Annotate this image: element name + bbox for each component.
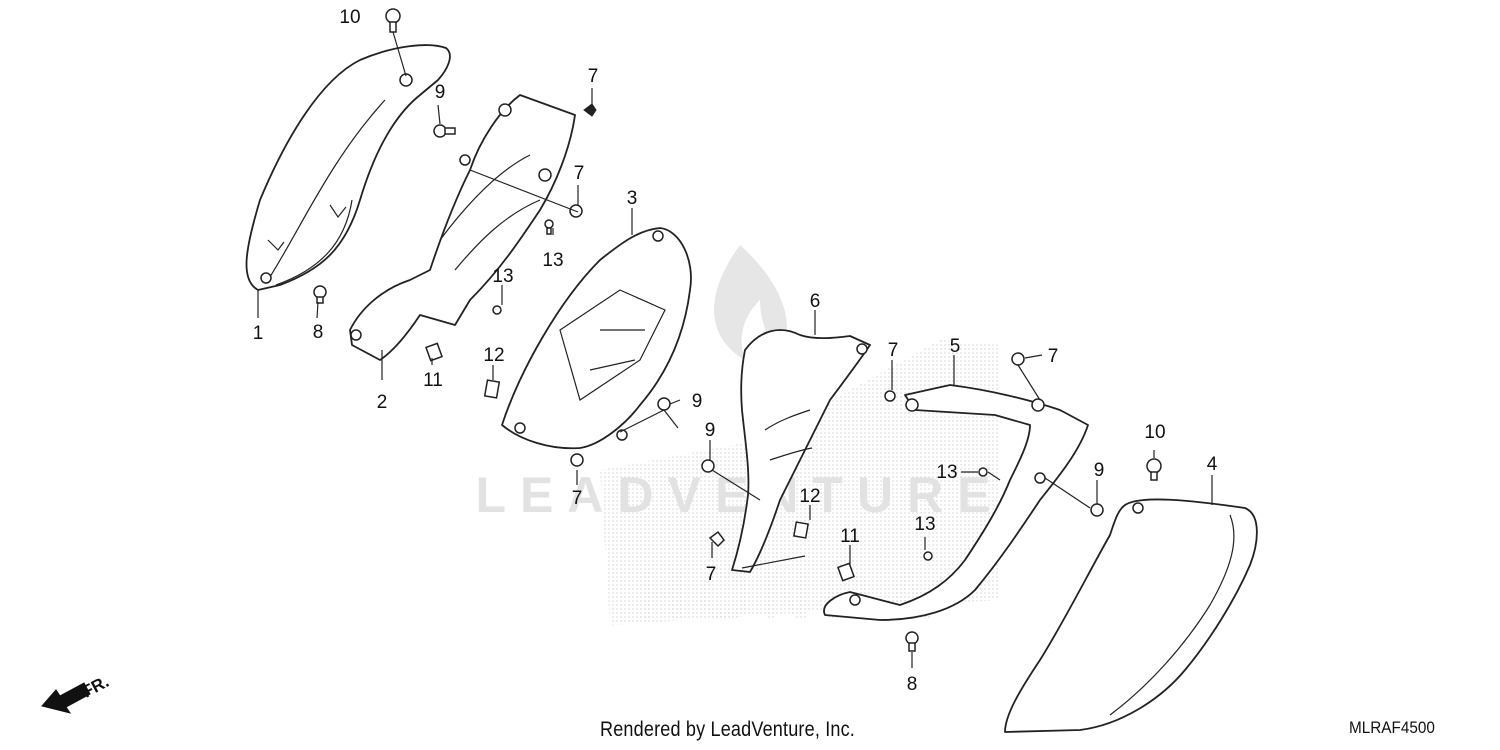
clip-nut-icon [837,562,855,582]
callout-13: 13 [542,250,563,271]
callout-4: 4 [1207,454,1218,475]
callout-10: 10 [1144,422,1165,443]
callout-6: 6 [810,291,821,312]
drawing-code: MLRAF4500 [1349,718,1435,737]
watermark-dot-field [600,340,1000,625]
part-3-middle-cover [501,227,692,450]
screw-icon [544,219,554,235]
bolt-icon [657,397,671,411]
front-direction-indicator: FR. [41,672,112,714]
screw-icon [978,467,988,477]
callout-13: 13 [914,514,935,535]
bolt-icon [570,453,584,467]
front-direction-arrow-icon [41,682,91,714]
bolt-icon [905,631,919,652]
watermark: LEADVENTURE HONDA [475,245,1004,635]
bolt-icon [1090,503,1104,517]
bolt-icon [701,459,715,473]
screw-icon [583,103,597,117]
bolt-icon [313,285,327,304]
callout-13: 13 [492,266,513,287]
part-1-left-cowl [245,44,451,291]
callout-8: 8 [313,322,324,343]
clip-nut-icon [793,521,809,539]
callout-2: 2 [377,392,388,413]
bolt-icon [433,124,456,138]
bolt-icon [884,390,896,402]
bolt-icon [1011,352,1025,366]
callout-7: 7 [588,66,599,87]
callout-7: 7 [574,163,585,184]
callout-9: 9 [692,391,703,412]
part-5-right-bracket [823,384,1089,621]
callout-7: 7 [572,488,583,509]
callout-7: 7 [888,340,899,361]
callout-1: 1 [253,323,264,344]
callout-5: 5 [950,336,961,357]
part-2-inner-left-panel [349,94,576,361]
leader-lines [257,31,1213,668]
callout-9: 9 [1094,460,1105,481]
screw-icon [492,305,502,315]
callout-13: 13 [936,462,957,483]
callout-8: 8 [907,674,918,695]
clip-nut-icon [425,342,443,362]
callout-12: 12 [799,486,820,507]
screw-icon [708,530,725,548]
clip-nut-icon [483,379,501,399]
callout-7: 7 [1048,346,1059,367]
callout-12: 12 [483,345,504,366]
rendered-by-credit: Rendered by LeadVenture, Inc. [600,718,856,741]
callouts: 10 1 9 8 2 11 7 7 13 13 12 3 9 7 6 9 12 … [253,7,1218,695]
callout-11: 11 [423,370,443,391]
fasteners [313,8,1162,652]
callout-7: 7 [706,564,717,585]
bolt-icon [385,8,401,33]
callout-9: 9 [705,420,716,441]
part-4-right-cowl [1004,498,1258,733]
watermark-brand: HONDA [637,557,944,635]
callout-11: 11 [840,526,860,547]
callout-10: 10 [339,7,360,28]
bolt-icon [1146,458,1162,481]
watermark-text: LEADVENTURE [475,467,1004,523]
callout-3: 3 [627,188,638,209]
part-6-right-inner-panel [731,329,871,573]
callout-9: 9 [435,82,446,103]
screw-icon [923,551,933,561]
